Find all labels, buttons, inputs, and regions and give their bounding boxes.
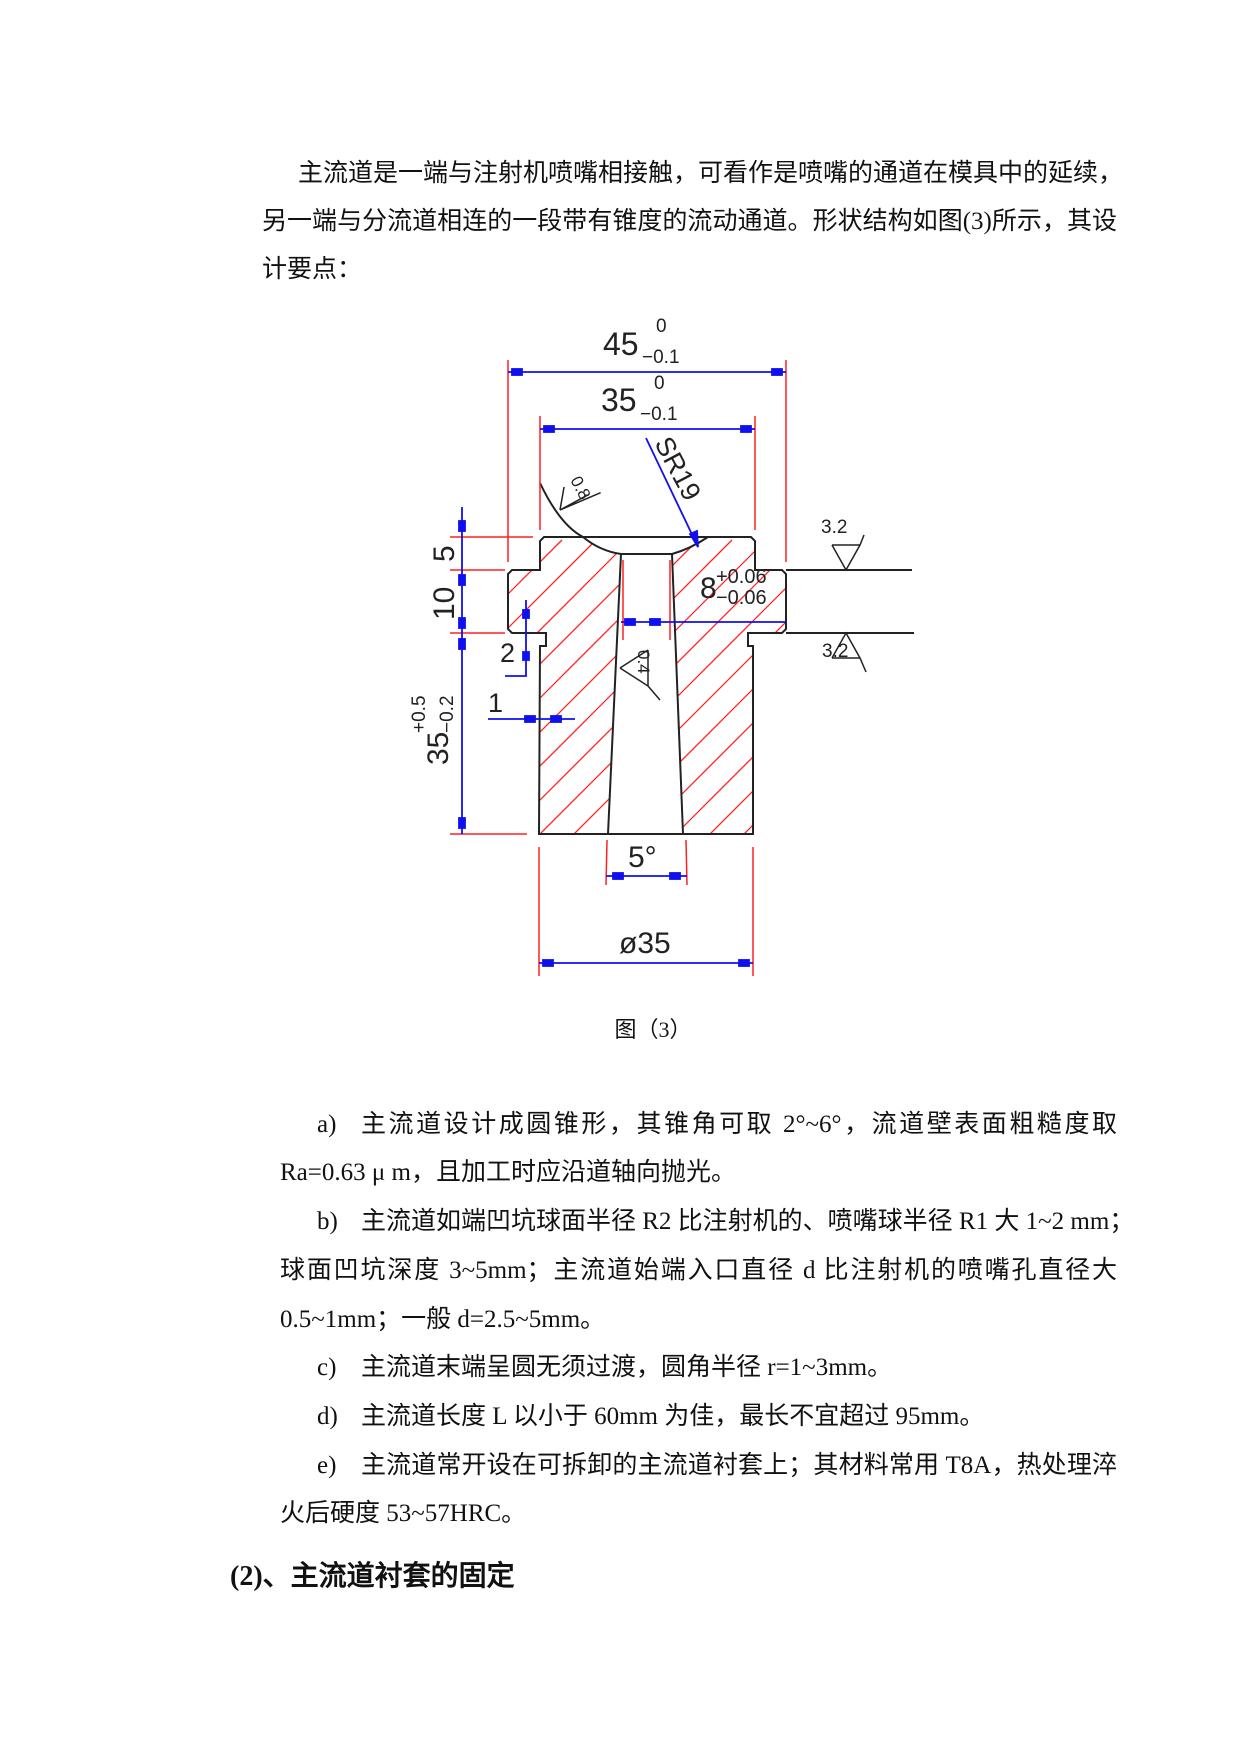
hatch-line bbox=[508, 539, 631, 834]
roughness-32-top-label: 3.2 bbox=[821, 517, 847, 538]
dim-45-tol-upper: 0 bbox=[656, 316, 667, 337]
item-a-line: 主流道设计成圆锥形，其锥角可取 2°~6°，流道壁表面粗糙度取 bbox=[361, 1111, 1117, 1138]
dim-5: 5 bbox=[428, 545, 461, 562]
item-b-line: 主流道如端凹坑球面半径 R2 比注射机的、喷嘴球半径 R1 大 1~2 mm； bbox=[361, 1208, 1135, 1235]
item-e-line: 主流道常开设在可拆卸的主流道衬套上；其材料常用 T8A，热处理淬 bbox=[361, 1452, 1117, 1479]
hatch-line bbox=[508, 539, 733, 834]
roughness-symbol-top bbox=[831, 534, 865, 572]
intro-line: 主流道是一端与注射机喷嘴相接触，可看作是喷嘴的通道在模具中的延续， bbox=[298, 160, 1124, 187]
item-b-line: 0.5~1mm；一般 d=2.5~5mm。 bbox=[280, 1306, 606, 1333]
dim-10: 10 bbox=[428, 587, 461, 620]
section-heading: (2)、主流道衬套的固定 bbox=[230, 1561, 515, 1592]
item-e-line: 火后硬度 53~57HRC。 bbox=[280, 1500, 527, 1527]
dim-35-tol-upper: 0 bbox=[654, 373, 665, 394]
roughness-32-bottom-label: 3.2 bbox=[822, 641, 848, 662]
roughness-symbol-08 bbox=[559, 486, 601, 511]
roughness-symbol-04 bbox=[619, 649, 661, 701]
roughness-symbols bbox=[559, 486, 867, 701]
dim-35: 35 bbox=[601, 382, 637, 418]
figure-caption: 图（3） bbox=[614, 1017, 692, 1042]
intro-line: 另一端与分流道相连的一段带有锥度的流动通道。形状结构如图(3)所示，其设 bbox=[262, 208, 1117, 235]
dim-35-length-tol-lower: −0.2 bbox=[437, 695, 458, 733]
roughness-04-label: 0.4 bbox=[634, 650, 653, 674]
hatch-line bbox=[635, 539, 786, 834]
dim-35-tol-lower: −0.1 bbox=[640, 404, 678, 425]
part-outline bbox=[507, 482, 914, 835]
dim-8-tol-lower: −0.06 bbox=[716, 587, 767, 609]
hatch-line bbox=[669, 539, 786, 834]
item-d-line: 主流道长度 L 以小于 60mm 为佳，最长不宜超过 95mm。 bbox=[361, 1403, 985, 1430]
item-c-line: 主流道末端呈圆无须过渡，圆角半径 r=1~3mm。 bbox=[361, 1354, 893, 1381]
hatch-line bbox=[533, 539, 786, 834]
dim-8: 8 bbox=[700, 572, 717, 605]
dim-1: 1 bbox=[488, 688, 503, 718]
item-label-c: c) bbox=[317, 1354, 337, 1381]
dim-45-tol-lower: −0.1 bbox=[642, 347, 680, 368]
item-label-e: e) bbox=[317, 1452, 337, 1479]
item-label-d: d) bbox=[317, 1403, 338, 1430]
item-b-line: 球面凹坑深度 3~5mm；主流道始端入口直径 d 比注射机的喷嘴孔直径大 bbox=[280, 1257, 1117, 1284]
hatch-line bbox=[771, 539, 786, 834]
item-a-line: Ra=0.63 μ m，且加工时应沿道轴向抛光。 bbox=[280, 1159, 736, 1186]
dim-2: 2 bbox=[500, 638, 515, 668]
hatch-line bbox=[508, 539, 529, 834]
intro-line: 计要点： bbox=[262, 256, 363, 283]
dim-8-tol-upper: +0.06 bbox=[716, 566, 767, 588]
item-label-a: a) bbox=[317, 1111, 337, 1138]
hatch-line bbox=[840, 540, 1140, 840]
item-label-b: b) bbox=[317, 1208, 338, 1235]
dim-35-length: 35 bbox=[422, 732, 455, 765]
hatch-line bbox=[508, 539, 563, 834]
dimension-lines bbox=[458, 368, 786, 967]
dim-45: 45 bbox=[603, 326, 639, 362]
roughness-symbol-bottom bbox=[831, 631, 867, 673]
hatch-line bbox=[508, 539, 699, 834]
hatch-line bbox=[194, 540, 494, 840]
section-hatching bbox=[160, 539, 1140, 840]
roughness-08-label: 0.8 bbox=[566, 473, 594, 503]
hatch-line bbox=[737, 539, 786, 834]
dim-35-length-tol-upper: +0.5 bbox=[409, 695, 430, 733]
dim-sr19: SR19 bbox=[649, 432, 707, 506]
hatch-line bbox=[160, 540, 460, 840]
dim-diameter-35: ø35 bbox=[619, 927, 671, 960]
hatch-line bbox=[806, 540, 1106, 840]
extension-lines bbox=[450, 360, 787, 976]
dim-5-degree: 5° bbox=[628, 841, 657, 874]
hatch-line bbox=[508, 539, 597, 834]
